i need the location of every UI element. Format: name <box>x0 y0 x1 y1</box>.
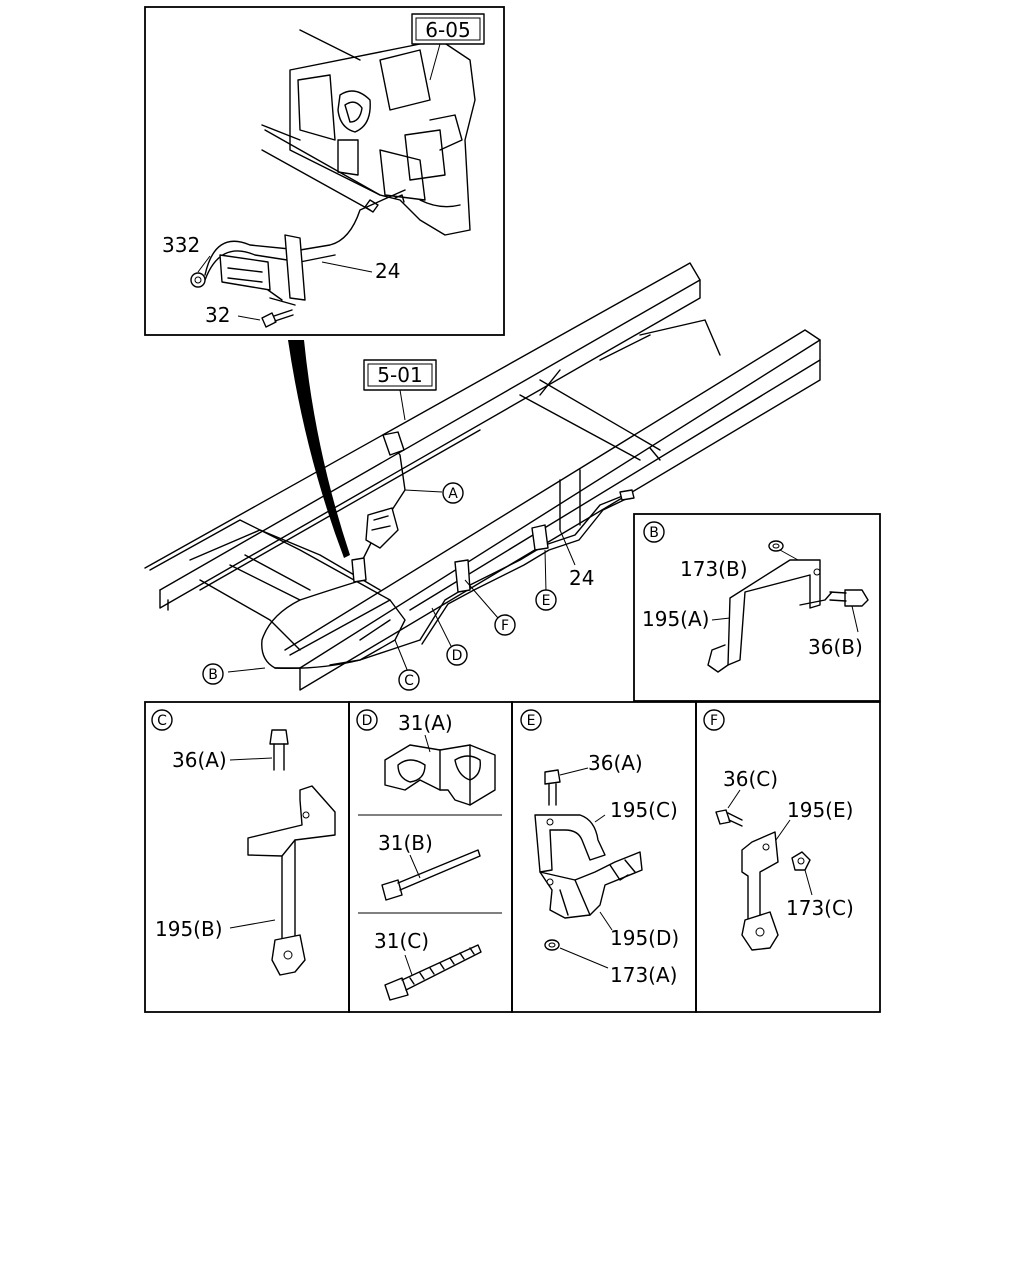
label-173b: 173(B) <box>680 557 748 581</box>
top-inset: 6-05 332 24 32 <box>144 6 505 336</box>
svg-text:D: D <box>452 648 463 664</box>
callout-f: F <box>494 614 516 636</box>
svg-text:E: E <box>527 713 536 729</box>
ref-5-01: 5-01 <box>377 363 422 387</box>
label-195a: 195(A) <box>642 607 709 631</box>
callout-c: C <box>398 669 420 691</box>
label-195b: 195(B) <box>155 917 223 941</box>
label-332: 332 <box>162 233 200 257</box>
label-31a: 31(A) <box>398 711 453 735</box>
label-36a-e: 36(A) <box>588 751 643 775</box>
label-24-inset: 24 <box>375 259 400 283</box>
label-24-main: 24 <box>569 566 594 590</box>
label-195d: 195(D) <box>610 926 679 950</box>
label-36b: 36(B) <box>808 635 863 659</box>
callout-e: E <box>535 589 557 611</box>
callout-d: D <box>446 644 468 666</box>
detail-d: D 31(A) 31(B) 31(C) <box>348 701 513 1013</box>
detail-c: C 36(A) 195(B) <box>144 701 350 1013</box>
label-36a-c: 36(A) <box>172 748 227 772</box>
label-195e: 195(E) <box>787 798 853 822</box>
ref-6-05: 6-05 <box>425 18 470 42</box>
svg-text:D: D <box>362 713 373 729</box>
label-36c: 36(C) <box>723 767 778 791</box>
svg-text:B: B <box>208 667 218 683</box>
callout-a: A <box>442 482 464 504</box>
label-31b: 31(B) <box>378 831 433 855</box>
svg-text:E: E <box>542 593 551 609</box>
svg-text:C: C <box>157 713 167 729</box>
label-195c: 195(C) <box>610 798 678 822</box>
label-173c: 173(C) <box>786 896 854 920</box>
chassis-frame: 5-01 24 <box>144 262 821 691</box>
callout-b: B <box>202 663 224 685</box>
svg-text:B: B <box>649 525 659 541</box>
svg-text:A: A <box>448 486 458 502</box>
svg-text:F: F <box>710 713 718 729</box>
svg-text:F: F <box>501 618 509 634</box>
label-31c: 31(C) <box>374 929 429 953</box>
svg-text:C: C <box>404 673 414 689</box>
detail-f: F 36(C) 195(E) 173(C) <box>695 701 881 1013</box>
pointer-arrow <box>288 340 350 558</box>
label-173a: 173(A) <box>610 963 677 987</box>
detail-e: E 36(A) 195(C) 195(D) 173(A) <box>511 701 697 1013</box>
label-32: 32 <box>205 303 230 327</box>
detail-b: B 173(B) 195(A) 36(B) <box>633 513 881 702</box>
